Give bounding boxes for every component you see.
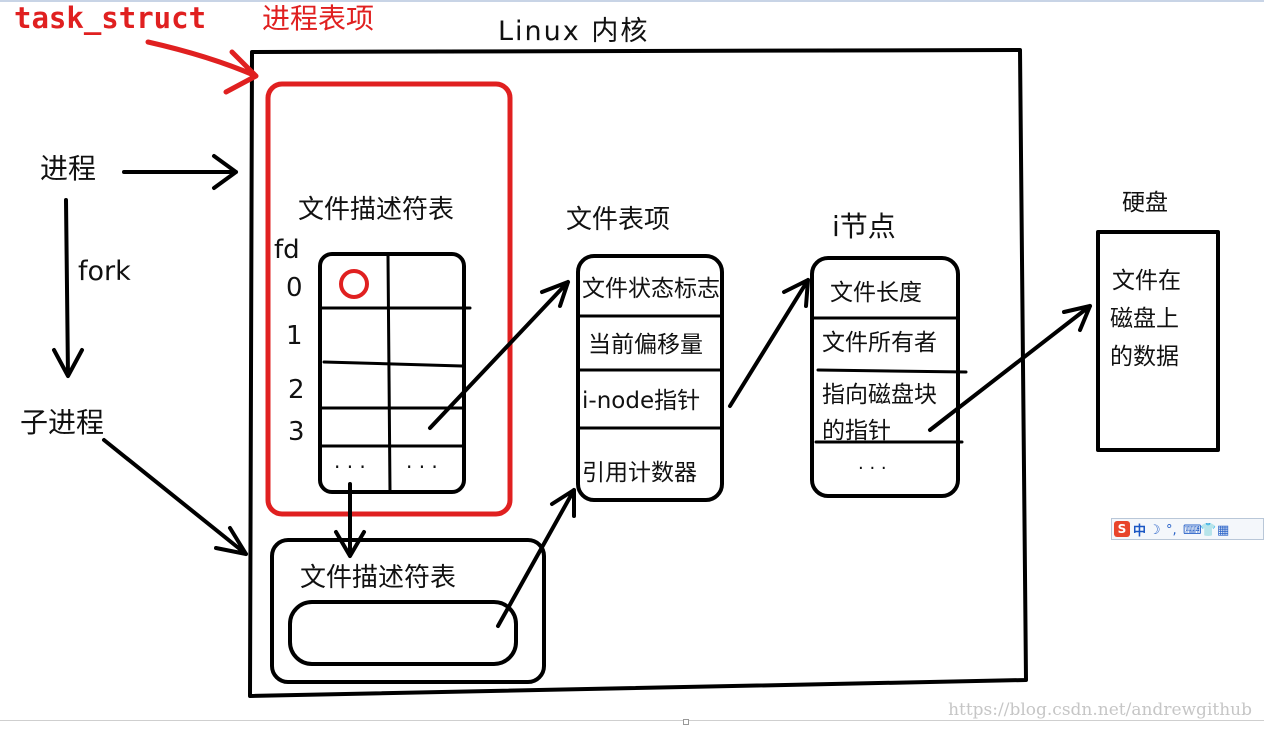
- fd-label: fd: [274, 235, 300, 265]
- file-table-to-inode-arrow: [728, 278, 810, 408]
- child-process-arrow: [102, 438, 248, 556]
- disk-box: [1096, 230, 1220, 452]
- child-to-file-table-arrow: [496, 488, 576, 628]
- scroll-handle[interactable]: [683, 719, 689, 725]
- file-table-row: 文件状态标志: [582, 276, 720, 302]
- fd3-to-file-table-arrow: [428, 280, 570, 430]
- child-fd-entry: [288, 600, 518, 666]
- kernel-label: Linux 内核: [498, 16, 649, 47]
- fd-table-row-line: [322, 360, 464, 368]
- toolbox-icon[interactable]: ▦: [1217, 523, 1230, 538]
- disk-line: 磁盘上: [1110, 306, 1179, 332]
- child-fd-table-box: [270, 538, 546, 684]
- fd-number: 2: [288, 375, 305, 405]
- fd-table-box: [318, 252, 466, 494]
- inode-row: 指向磁盘块: [822, 382, 937, 408]
- task-struct-label: task_struct: [14, 1, 206, 35]
- ime-toolbar[interactable]: S 中 ☽ °, ⌨ 👕 ▦: [1111, 518, 1264, 540]
- window-top-edge: [0, 0, 1264, 2]
- fd-table-column-divider: [386, 254, 392, 494]
- process-arrow: [122, 154, 238, 190]
- inode-row: 文件长度: [830, 280, 922, 306]
- task-struct-arrow: [145, 39, 259, 95]
- child-fd-table-title: 文件描述符表: [300, 563, 456, 593]
- file-table-box: [576, 254, 724, 502]
- inode-row: 文件所有者: [822, 330, 937, 356]
- moon-icon[interactable]: ☽: [1149, 523, 1161, 538]
- inode-row-line: [816, 368, 968, 374]
- file-table-row: 当前偏移量: [588, 332, 703, 358]
- sogou-logo-icon[interactable]: S: [1114, 521, 1130, 537]
- fd-table-ellipsis: · · ·: [334, 455, 366, 479]
- fd-copy-arrow: [334, 482, 366, 558]
- inode-row: 的指针: [822, 418, 891, 444]
- child-process-label: 子进程: [20, 406, 104, 439]
- file-table-row: i-node指针: [582, 388, 700, 414]
- fd-number: 0: [286, 273, 303, 303]
- inode-ellipsis: · · ·: [858, 458, 887, 479]
- process-table-entry-label: 进程表项: [262, 2, 374, 35]
- punctuation-icon[interactable]: °,: [1166, 523, 1177, 538]
- inode-box: [810, 256, 960, 498]
- fd-number: 1: [286, 321, 303, 351]
- kernel-box: [248, 48, 1028, 698]
- watermark-url: https://blog.csdn.net/andrewgithub: [948, 700, 1252, 720]
- inode-to-disk-arrow: [928, 304, 1092, 432]
- fd-number: 3: [288, 417, 305, 447]
- fd-table-title: 文件描述符表: [298, 195, 454, 225]
- process-label: 进程: [40, 152, 96, 185]
- fork-arrow: [52, 198, 84, 378]
- fork-label: fork: [78, 256, 131, 287]
- disk-line: 文件在: [1112, 268, 1181, 294]
- disk-title: 硬盘: [1122, 190, 1168, 216]
- fd-table-ellipsis: · · ·: [406, 455, 438, 479]
- fd0-marker-circle: [339, 269, 369, 299]
- skin-icon[interactable]: 👕: [1200, 523, 1217, 538]
- process-table-entry-box: [265, 81, 513, 517]
- disk-line: 的数据: [1110, 344, 1179, 370]
- file-table-title: 文件表项: [566, 205, 670, 235]
- keyboard-icon[interactable]: ⌨: [1183, 523, 1202, 538]
- ime-chinese-mode-toggle[interactable]: 中: [1133, 523, 1147, 539]
- window-bottom-edge: [0, 720, 1264, 721]
- inode-title: i节点: [832, 210, 896, 243]
- file-table-row: 引用计数器: [582, 460, 697, 486]
